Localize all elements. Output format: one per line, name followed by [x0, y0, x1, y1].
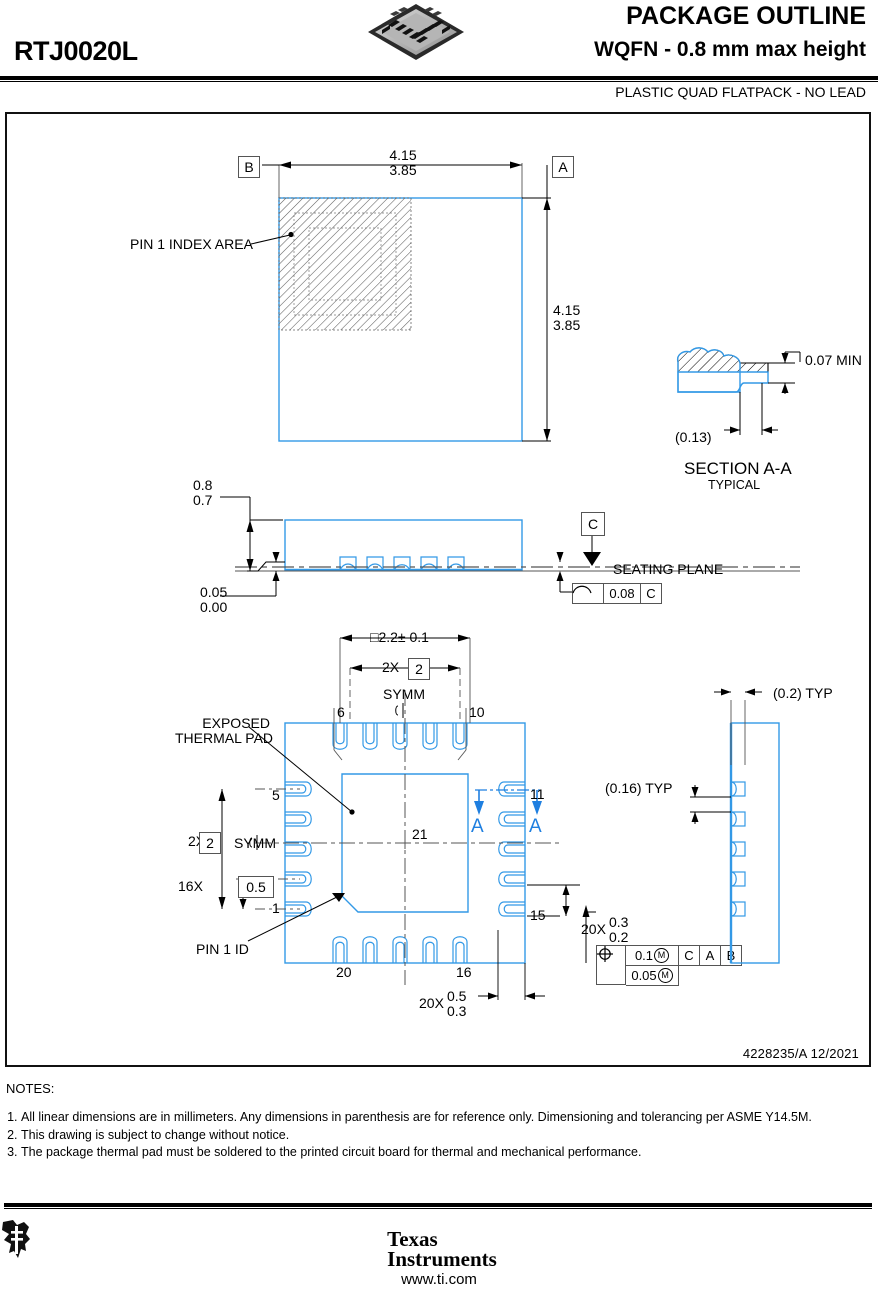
mmc-modifier-icon-2: M [657, 968, 673, 983]
header-divider-thin [0, 81, 878, 82]
flatness-control-frame: 0.08 C [572, 583, 662, 604]
pin-number-15: 15 [530, 907, 546, 923]
footer-divider-thin [4, 1208, 872, 1209]
lead-width-min: 0.2 [609, 929, 629, 946]
thermal-pad-dimension: □2.2± 0.1 [370, 629, 429, 645]
exposed-pad-label-line1: EXPOSED [202, 715, 270, 731]
top-height-max: 4.15 [553, 302, 581, 318]
side-height-min: 0.7 [193, 492, 213, 509]
ti-url: www.ti.com [401, 1271, 477, 1289]
side-height-max: 0.8 [193, 477, 213, 493]
side-standoff-max: 0.05 [200, 584, 228, 600]
section-aa-subtitle: TYPICAL [708, 478, 761, 492]
document-title: PACKAGE OUTLINE [626, 2, 866, 30]
flatness-datum-ref: C [641, 583, 662, 604]
lead-width-max: 0.3 [609, 914, 629, 930]
section-arrow-label-right: A [529, 816, 542, 837]
position-symbol-icon [596, 945, 626, 985]
note-item: All linear dimensions are in millimeters… [21, 1109, 872, 1126]
document-subtitle: WQFN - 0.8 mm max height [594, 38, 866, 61]
side-detail-typ-02: (0.2) TYP [773, 685, 833, 701]
package-photo-icon [364, 2, 468, 66]
lead-length-count: 20X [419, 995, 444, 1011]
footer-divider [4, 1203, 872, 1207]
pin-number-11: 11 [530, 786, 545, 802]
lead-length-max: 0.5 [447, 988, 467, 1004]
seating-plane-label: SEATING PLANE [613, 561, 724, 577]
page-title: RTJ0020L [14, 36, 138, 66]
notes-section: NOTES: All linear dimensions are in mill… [6, 1080, 872, 1162]
pin-number-6: 6 [337, 704, 345, 720]
side-standoff-min: 0.00 [200, 599, 228, 616]
datum-c-side: C [581, 512, 605, 536]
header-divider [0, 76, 878, 80]
section-arrow-label-left: A [471, 816, 484, 837]
page-footer: Texas Instruments www.ti.com [0, 1218, 878, 1288]
ti-wordmark: Texas Instruments [387, 1227, 497, 1272]
package-family-label: PLASTIC QUAD FLATPACK - NO LEAD [615, 84, 866, 100]
drawing-frame: 4228235/A 12/2021 [5, 112, 871, 1067]
pin-number-20: 20 [336, 964, 352, 980]
pin-number-10: 10 [469, 704, 485, 720]
flatness-tolerance: 0.08 [604, 583, 641, 604]
drawing-number: 4228235/A 12/2021 [742, 1046, 859, 1061]
pad-2x-label: 2X [382, 659, 400, 675]
symm-label-left: SYMM [234, 835, 276, 851]
top-height-min: 3.85 [553, 317, 581, 334]
pad-2x-datum: 2 [408, 658, 430, 680]
left-2x-datum: 2 [199, 832, 221, 854]
notes-list: All linear dimensions are in millimeters… [6, 1109, 872, 1161]
pin-number-1: 1 [272, 900, 280, 916]
pin1-index-area-label: PIN 1 INDEX AREA [130, 236, 253, 252]
lead-length-min: 0.3 [447, 1003, 467, 1020]
datum-b-top: B [238, 156, 260, 178]
page-header: RTJ0020L PACKAGE OUTLINE WQFN - 0.8 mm m… [0, 0, 878, 112]
top-width-min: 3.85 [389, 162, 417, 179]
section-thickness-min: 0.07 MIN [805, 352, 862, 368]
brand-line-2: Instruments [387, 1247, 497, 1272]
flatness-symbol-icon [572, 583, 604, 604]
note-item: This drawing is subject to change withou… [21, 1127, 872, 1144]
pitch-count-label: 16X [178, 878, 203, 894]
datum-a-top: A [552, 156, 574, 178]
mmc-modifier-icon-1: M [654, 948, 670, 963]
section-aa-title: SECTION A-A [684, 459, 792, 478]
section-ref-dim: (0.13) [675, 429, 712, 445]
thermal-pad-pin-number: 21 [412, 826, 428, 842]
symm-label-top: SYMM [383, 686, 425, 702]
pin-number-5: 5 [272, 787, 280, 803]
pitch-dimension: 0.5 [238, 876, 274, 898]
position-datum-c: C [679, 945, 700, 966]
pin1-id-label: PIN 1 ID [196, 941, 249, 957]
top-width-max: 4.15 [389, 147, 417, 163]
pin-number-16: 16 [456, 964, 472, 980]
brand-line-1: Texas [387, 1227, 438, 1251]
side-detail-typ-016: (0.16) TYP [605, 780, 673, 796]
exposed-pad-label-line2: THERMAL PAD [175, 730, 274, 747]
notes-heading: NOTES: [6, 1081, 55, 1096]
position-datum-a: A [700, 945, 721, 966]
lead-width-count: 20X [581, 921, 606, 937]
note-item: The package thermal pad must be soldered… [21, 1144, 872, 1161]
